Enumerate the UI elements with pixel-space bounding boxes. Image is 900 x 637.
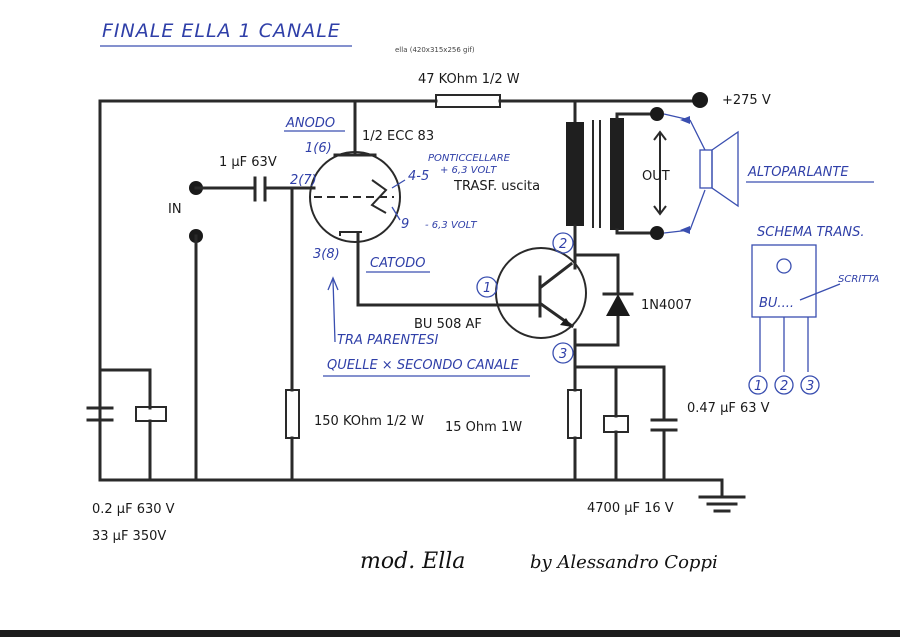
filter-cap1-label: 0.2 µF 630 V <box>92 502 175 517</box>
heater-v1-label: + 6,3 VOLT <box>440 165 497 176</box>
supply-rail <box>98 92 708 482</box>
bu-mark-label: BU.... <box>759 296 794 311</box>
pinout-pin1-label: 1 <box>754 379 762 394</box>
speaker-label: ALTOPARLANTE <box>747 165 849 180</box>
tube-label: 1/2 ECC 83 <box>362 129 434 144</box>
signature-model: mod. Ella <box>360 549 465 574</box>
anodo-label: ANODO <box>285 116 335 131</box>
note-arrowhead <box>327 276 339 291</box>
filter-capacitors <box>86 368 167 482</box>
ponticellare-label: PONTICCELLARE <box>428 153 511 164</box>
filter-cap2-label: 33 µF 350V <box>92 529 166 544</box>
emitter-network <box>567 365 678 482</box>
schema-trans-label: SCHEMA TRANS. <box>757 225 865 240</box>
bottom-border <box>0 630 900 637</box>
second-channel-label: QUELLE × SECONDO CANALE <box>327 358 520 373</box>
ground-rail <box>98 478 746 513</box>
heater-pins-label: 4-5 <box>408 169 429 184</box>
anodo-pin-label: 1(6) <box>305 141 332 156</box>
tube-ecc83 <box>309 151 542 307</box>
tr-pin2-label: 2 <box>559 237 567 252</box>
pinout-pin2-label: 2 <box>780 379 788 394</box>
tra-parentesi-label: TRA PARENTESI <box>337 333 438 348</box>
pinout-pin3-label: 3 <box>806 379 814 394</box>
output-transformer <box>566 107 667 260</box>
emitter-resistor-label: 15 Ohm 1W <box>445 420 522 435</box>
heater-arrow-2 <box>391 206 401 221</box>
transistor-pinout <box>748 244 841 395</box>
scritta-label: SCRITTA <box>838 274 880 285</box>
input-cap-label: 1 µF 63V <box>219 155 277 170</box>
resistor-47k-label: 47 KOhm 1/2 W <box>418 72 520 87</box>
in-label: IN <box>168 202 182 217</box>
diagram-title: FINALE ELLA 1 CANALE <box>102 20 341 42</box>
diode-1n4007 <box>602 292 634 316</box>
diode-label: 1N4007 <box>641 298 692 313</box>
resistor-150k <box>285 389 300 482</box>
input-section <box>189 176 316 482</box>
emitter-cap2-label: 0.47 µF 63 V <box>687 401 770 416</box>
heater-pin9-label: 9 <box>401 217 409 232</box>
tr-pin2-circle <box>552 232 574 254</box>
note-arrow <box>332 279 336 343</box>
emitter-cap1-label: 4700 µF 16 V <box>587 501 674 516</box>
resistor-150k-label: 150 KOhm 1/2 W <box>314 414 424 429</box>
out-label: OUT <box>642 169 670 184</box>
speaker <box>663 113 739 234</box>
transistor-label: BU 508 AF <box>414 317 482 332</box>
tr-pin1-label: 1 <box>483 281 491 296</box>
grid-pin-label: 2(7) <box>290 173 317 188</box>
source-caption: ella (420x315x256 gif) <box>395 46 475 54</box>
transistor-bu508 <box>495 247 620 392</box>
tr-pin1-circle <box>476 276 498 298</box>
signature-author: by Alessandro Coppi <box>530 552 718 573</box>
supply-label: +275 V <box>722 93 771 108</box>
transformer-label: TRASF. uscita <box>453 179 540 194</box>
catodo-label: CATODO <box>370 256 425 271</box>
cathode-pin-label: 3(8) <box>313 247 340 262</box>
tr-pin3-label: 3 <box>559 347 567 362</box>
heater-arrow-1 <box>391 179 406 189</box>
heater-v2-label: - 6,3 VOLT <box>425 220 477 231</box>
tr-pin3-circle <box>552 342 574 364</box>
